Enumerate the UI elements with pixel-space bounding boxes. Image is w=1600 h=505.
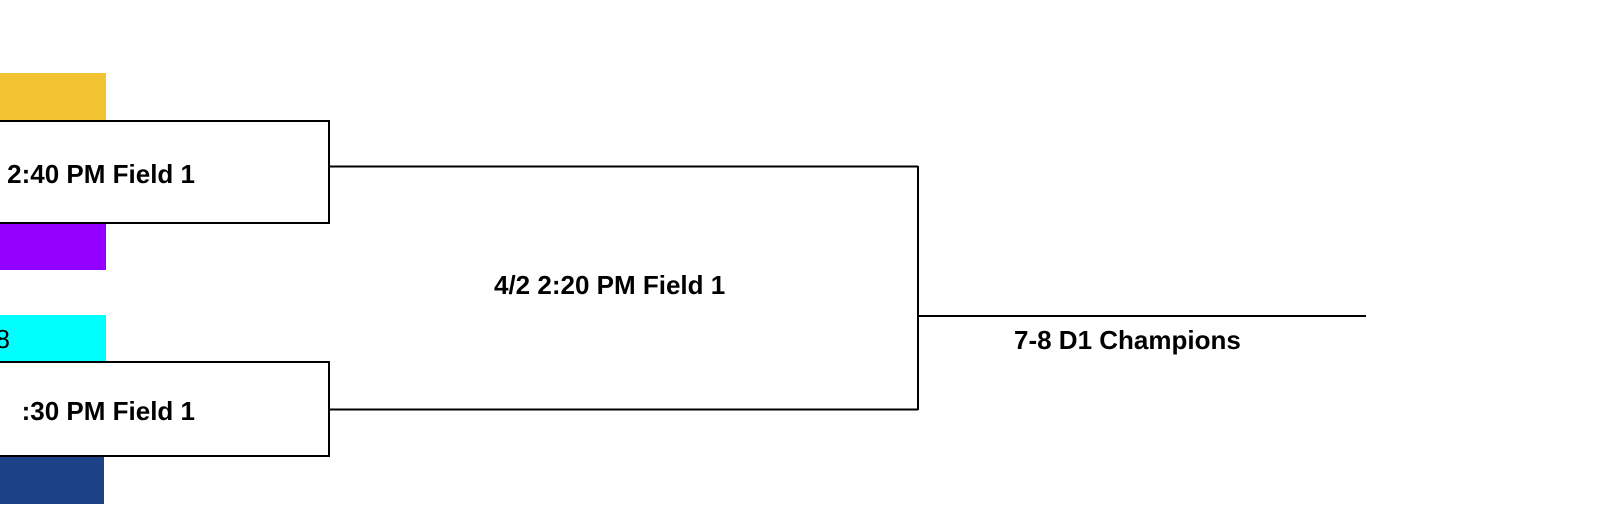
game-box-top: 2:40 PM Field 1: [0, 120, 330, 224]
game-box-bottom: :30 PM Field 1: [0, 361, 330, 457]
team-strip-2: [0, 222, 106, 270]
semifinal-game-label: 4/2 2:20 PM Field 1: [494, 270, 726, 300]
game-bottom-label: :30 PM Field 1: [21, 396, 195, 426]
champion-label: 7-8 D1 Champions: [1014, 325, 1241, 355]
team-strip-3: 8: [0, 315, 106, 363]
team-strip-4: [0, 456, 104, 504]
game-top-label: 2:40 PM Field 1: [7, 159, 195, 189]
team-strip-1: [0, 73, 106, 121]
team-strip-3-label: 8: [0, 324, 10, 354]
